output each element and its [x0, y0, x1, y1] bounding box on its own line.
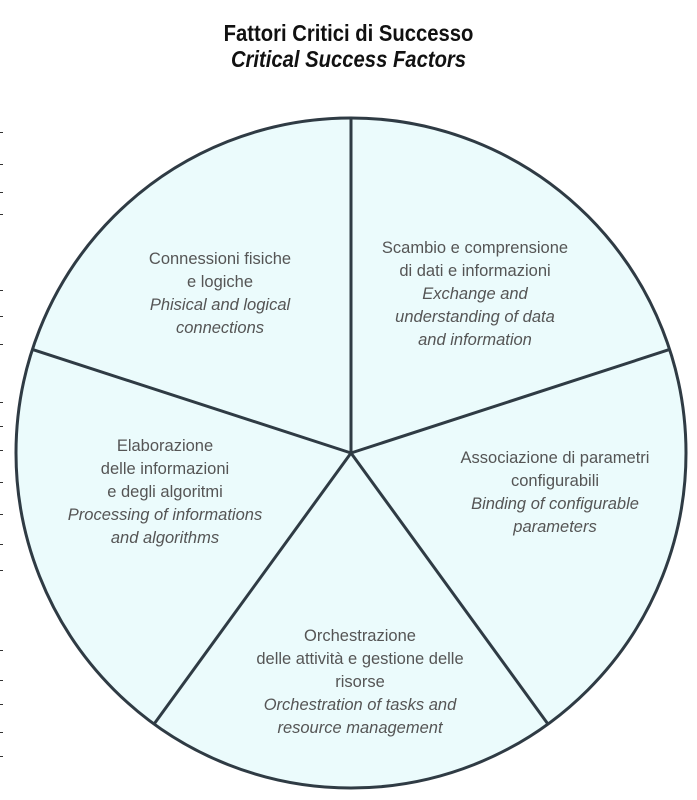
title-italian: Fattori Critici di Successo	[223, 20, 474, 46]
pie-divider-line	[152, 452, 353, 725]
edge-mark	[0, 426, 3, 427]
segment-parameters	[351, 349, 686, 725]
edge-mark	[0, 514, 3, 515]
segment-connections	[32, 118, 352, 453]
edge-mark	[0, 482, 3, 483]
edge-mark	[0, 192, 3, 193]
edge-mark	[0, 570, 3, 571]
pie-segments	[15, 118, 686, 788]
segment-processing	[15, 349, 351, 725]
edge-mark	[0, 704, 3, 705]
pie-divider-line	[31, 348, 352, 455]
edge-mark	[0, 402, 3, 403]
pie-dividers	[14, 116, 688, 790]
segment-orchestration	[154, 453, 548, 788]
edge-mark	[0, 164, 3, 165]
edge-mark	[0, 290, 3, 291]
edge-mark	[0, 132, 3, 133]
pie-divider-line	[349, 452, 550, 725]
edge-mark	[0, 650, 3, 651]
edge-mark	[0, 214, 3, 215]
edge-mark	[0, 316, 3, 317]
edge-mark	[0, 544, 3, 545]
edge-mark	[0, 680, 3, 681]
segment-data-exchange	[351, 118, 670, 453]
title-english: Critical Success Factors	[230, 46, 467, 72]
edge-mark	[0, 450, 3, 451]
left-edge-marks	[0, 120, 6, 780]
edge-mark	[0, 756, 3, 757]
edge-mark	[0, 732, 3, 733]
title-block: Fattori Critici di Successo Critical Suc…	[0, 20, 697, 72]
edge-mark	[0, 344, 3, 345]
pie-divider-line	[350, 348, 671, 455]
